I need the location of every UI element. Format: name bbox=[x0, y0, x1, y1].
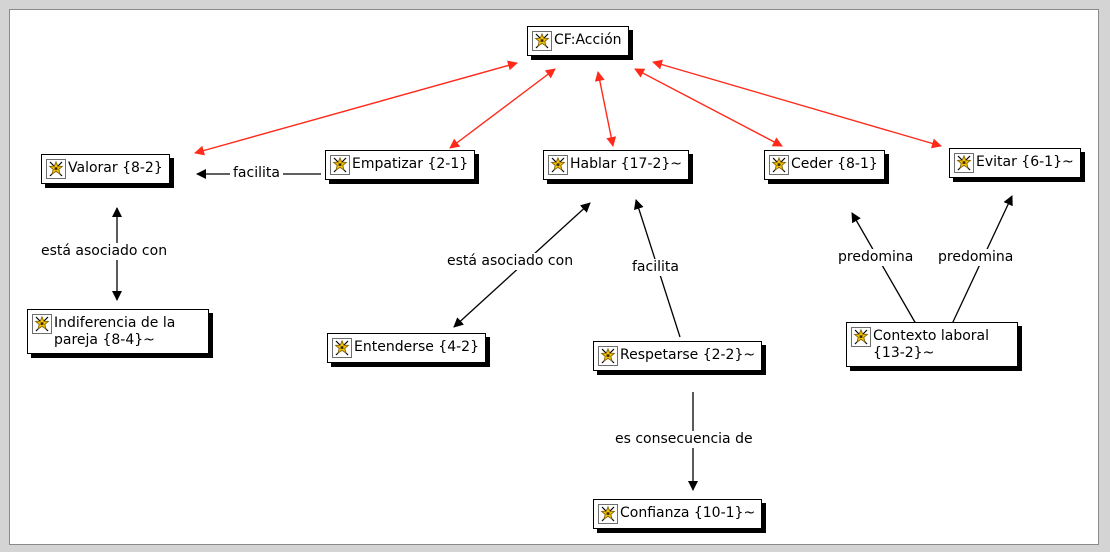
node-label: Valorar {8-2} bbox=[68, 160, 163, 176]
node-contexto[interactable]: Contexto laboral {13-2}~ bbox=[846, 322, 1018, 367]
edge-accion-ceder bbox=[634, 68, 783, 147]
edge-accion-evitar bbox=[652, 59, 942, 149]
node-valorar[interactable]: Valorar {8-2} bbox=[41, 154, 170, 184]
code-icon bbox=[548, 155, 568, 175]
node-confianza[interactable]: Confianza {10-1}~ bbox=[593, 499, 763, 529]
node-evitar[interactable]: Evitar {6-1}~ bbox=[949, 148, 1081, 178]
code-family-icon bbox=[532, 31, 552, 51]
code-icon bbox=[46, 159, 66, 179]
edge-label-valorar-indiferencia: está asociado con bbox=[38, 243, 171, 260]
node-ceder[interactable]: Ceder {8-1} bbox=[764, 150, 885, 180]
node-label: Entenderse {4-2} bbox=[354, 339, 479, 355]
node-empatizar[interactable]: Empatizar {2-1} bbox=[325, 150, 476, 180]
node-label: Hablar {17-2}~ bbox=[570, 156, 682, 172]
edge-label-empatizar-valorar: facilita bbox=[230, 165, 283, 182]
edge-contexto-ceder bbox=[851, 212, 917, 325]
code-icon bbox=[32, 314, 52, 334]
node-hablar[interactable]: Hablar {17-2}~ bbox=[543, 150, 689, 180]
code-icon bbox=[332, 338, 352, 358]
code-icon bbox=[598, 504, 618, 524]
edges-layer bbox=[112, 59, 1013, 491]
code-icon bbox=[769, 155, 789, 175]
edge-label-respetarse-confianza: es consecuencia de bbox=[612, 431, 756, 448]
node-label: Ceder {8-1} bbox=[791, 156, 878, 172]
node-respetarse[interactable]: Respetarse {2-2}~ bbox=[593, 341, 763, 371]
code-icon bbox=[954, 153, 974, 173]
node-label: Evitar {6-1}~ bbox=[976, 154, 1074, 170]
code-icon bbox=[598, 346, 618, 366]
node-indiferencia[interactable]: Indiferencia de la pareja {8-4}~ bbox=[27, 309, 209, 354]
edge-accion-hablar bbox=[594, 71, 617, 147]
node-entenderse[interactable]: Entenderse {4-2} bbox=[327, 333, 486, 363]
node-label: CF:Acción bbox=[554, 32, 622, 48]
edge-accion-valorar bbox=[194, 60, 518, 156]
edge-accion-empatizar bbox=[449, 68, 556, 149]
edge-label-contexto-evitar: predomina bbox=[935, 249, 1017, 266]
edge-label-respetarse-hablar: facilita bbox=[629, 259, 682, 276]
node-label: Contexto laboral {13-2}~ bbox=[873, 328, 990, 361]
network-view: CF:Acción Valorar {8-2} Empatizar {2-1} … bbox=[9, 9, 1099, 545]
edge-label-contexto-ceder: predomina bbox=[835, 249, 917, 266]
node-label: Respetarse {2-2}~ bbox=[620, 347, 756, 363]
code-icon bbox=[851, 327, 871, 347]
node-label: Indiferencia de la pareja {8-4}~ bbox=[54, 315, 176, 348]
node-label: Confianza {10-1}~ bbox=[620, 505, 756, 521]
node-cf-accion[interactable]: CF:Acción bbox=[527, 26, 629, 56]
code-icon bbox=[330, 155, 350, 175]
edge-label-hablar-entenderse: está asociado con bbox=[444, 253, 577, 270]
node-label: Empatizar {2-1} bbox=[352, 156, 469, 172]
